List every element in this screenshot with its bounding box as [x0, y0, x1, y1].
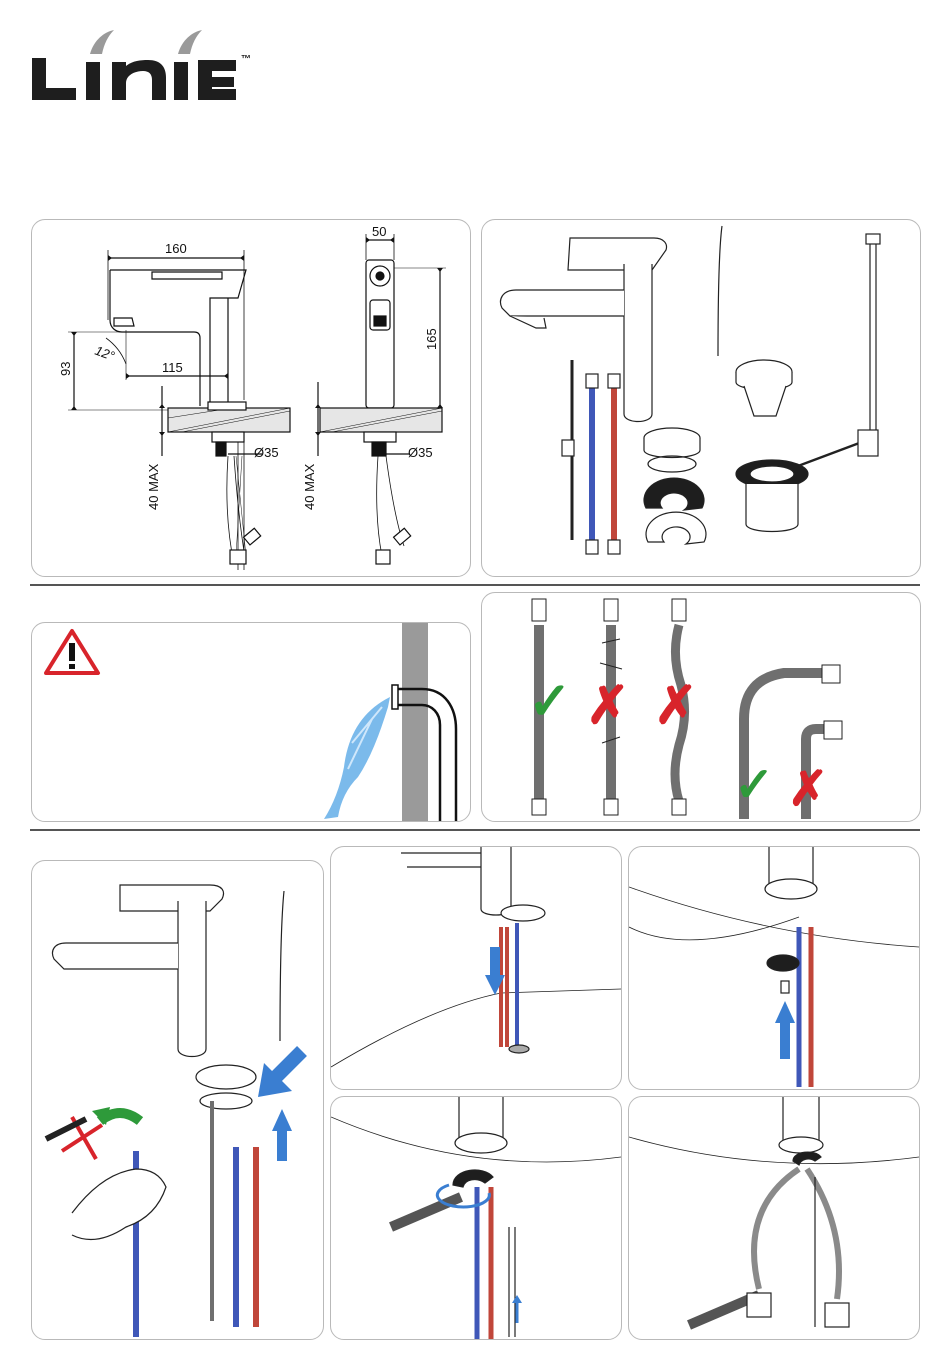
section-divider-1	[30, 584, 920, 586]
dim-depth-label: 50	[372, 224, 386, 239]
dimension-drawing: 160 115 93 12° 40 MAX Ø35	[32, 220, 470, 576]
dim-max-deck-side: 40 MAX	[302, 463, 317, 510]
brand-logo: ™	[28, 28, 268, 108]
drain-waste-illustration	[736, 360, 808, 532]
dim-spout-projection-label: 115	[162, 360, 183, 375]
parts-overview	[482, 220, 920, 576]
step-1-panel	[31, 860, 324, 1340]
faucet-body	[178, 901, 206, 1057]
dim-spout-height-label: 93	[58, 362, 73, 376]
linie-logo-mark	[28, 28, 268, 108]
angle-valve-right	[825, 1303, 849, 1327]
hose-bend-correct-mark: ✓	[734, 759, 774, 812]
step-2-panel	[330, 846, 622, 1090]
lift-rod-illustration	[718, 226, 880, 472]
dim-width-label: 160	[165, 241, 187, 256]
angle-valve-left	[747, 1293, 771, 1317]
step-2-illustration	[331, 847, 621, 1089]
hoses-illustration	[562, 360, 620, 554]
wall-illustration	[402, 623, 428, 821]
step-4-panel	[330, 1096, 622, 1340]
water-spray-illustration	[324, 697, 390, 819]
step-3-illustration	[629, 847, 919, 1089]
hose-kink-wrong-mark: ✗	[788, 763, 828, 816]
step-1-illustration	[32, 861, 323, 1339]
step-4-illustration	[331, 1097, 621, 1339]
dim-angle-label: 12°	[93, 343, 117, 364]
dimension-drawing-panel: 160 115 93 12° 40 MAX Ø35	[31, 219, 471, 577]
dim-height-label: 165	[424, 328, 439, 350]
faucet-handle	[120, 885, 224, 911]
dim-hole-front: Ø35	[254, 445, 279, 460]
wrench-icon	[391, 1197, 461, 1227]
section-divider-2	[30, 829, 920, 831]
hose-twisted-wrong-mark: ✗	[654, 677, 698, 735]
step-3-panel	[628, 846, 920, 1090]
warning-panel	[31, 622, 471, 822]
hose-frayed-wrong-mark: ✗	[586, 677, 630, 735]
step-5-panel	[628, 1096, 920, 1340]
dim-hole-side: Ø35	[408, 445, 433, 460]
dim-max-deck-front: 40 MAX	[146, 463, 161, 510]
hose-correct-mark: ✓	[528, 673, 572, 731]
warning-illustration	[32, 623, 470, 821]
parts-overview-panel	[481, 219, 921, 577]
warning-icon	[46, 631, 98, 673]
hand-illustration	[72, 1169, 166, 1240]
front-view	[68, 250, 290, 570]
faucet-illustration	[501, 238, 667, 422]
hose-check-illustration: ✓ ✗ ✗ ✓ ✗	[482, 593, 920, 821]
faucet-spout	[53, 943, 179, 969]
trademark-symbol: ™	[241, 54, 251, 65]
step-5-illustration	[629, 1097, 919, 1339]
side-view	[315, 234, 446, 564]
tighten-arrow-icon	[437, 1185, 489, 1207]
hose-check-panel: ✓ ✗ ✗ ✓ ✗	[481, 592, 921, 822]
mounting-kit-illustration	[644, 428, 706, 544]
